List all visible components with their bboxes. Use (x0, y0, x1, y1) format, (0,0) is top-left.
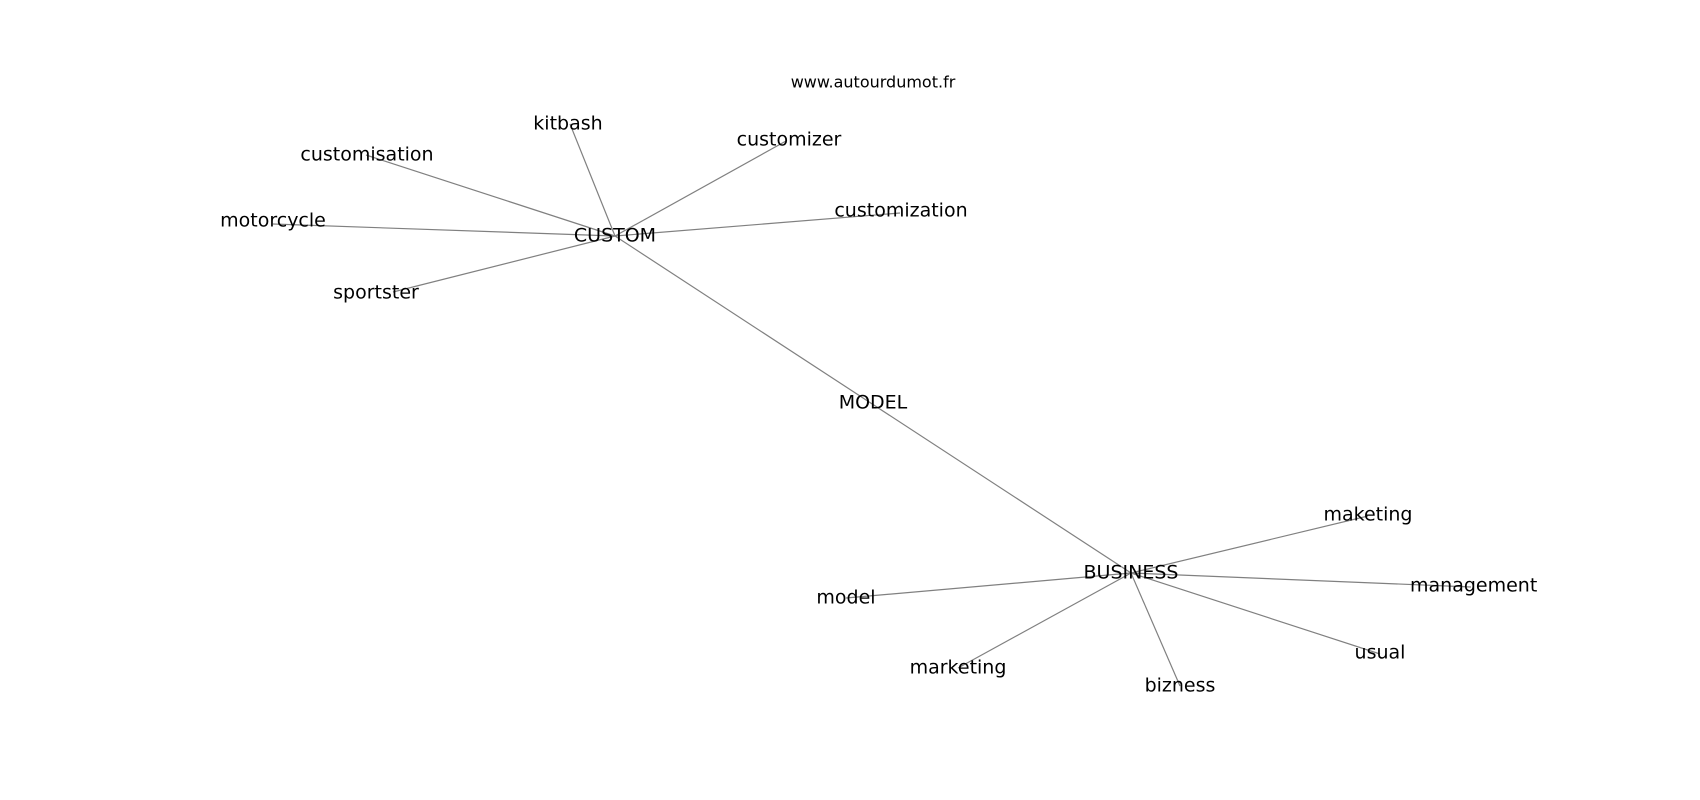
edge-business-bizness (1130, 572, 1181, 687)
node-label-bizness: bizness (1145, 675, 1216, 697)
node-label-model: model (816, 587, 875, 609)
node-label-model-hub: MODEL (839, 392, 908, 414)
edge-business-management (1130, 572, 1472, 588)
node-label-customization: customization (834, 200, 967, 222)
node-label-marketing: marketing (910, 657, 1007, 679)
edge-business-model (845, 572, 1132, 599)
edges-layer (272, 123, 1472, 687)
edge-custom-kitbash (569, 123, 616, 237)
edge-business-maketing (1130, 515, 1369, 574)
node-label-kitbash: kitbash (533, 113, 602, 135)
edge-custom-customisation (365, 154, 616, 237)
edge-custom-customization (614, 212, 901, 237)
edge-custom-sportster (392, 235, 616, 293)
node-label-customisation: customisation (300, 144, 433, 166)
edge-business-usual (1130, 572, 1381, 655)
edge-business-marketing (957, 572, 1132, 669)
node-label-management: management (1410, 575, 1537, 597)
edge-custom-customizer (614, 140, 787, 237)
node-label-motorcycle: motorcycle (220, 210, 326, 232)
node-label-maketing: maketing (1324, 504, 1413, 526)
node-label-business: BUSINESS (1084, 562, 1179, 584)
edge-custom-business (614, 235, 1132, 574)
node-label-sportster: sportster (333, 282, 419, 304)
node-label-custom: CUSTOM (574, 225, 656, 247)
labels-layer: CUSTOM MODEL BUSINESS kitbash customisation c… (220, 113, 1537, 697)
edge-custom-motorcycle (272, 223, 616, 237)
source-watermark: www.autourdumot.fr (791, 73, 956, 92)
node-label-usual: usual (1355, 642, 1406, 664)
node-label-customizer: customizer (737, 129, 842, 151)
